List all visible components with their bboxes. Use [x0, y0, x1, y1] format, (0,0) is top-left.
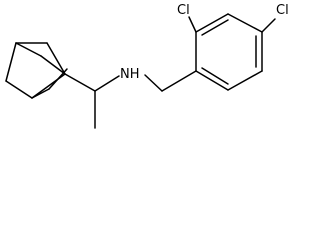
bond — [188, 16, 197, 33]
aromatic-inner-bond — [201, 67, 229, 85]
bond — [15, 42, 42, 57]
aromatic-inner-bond — [201, 19, 229, 36]
bond — [31, 88, 50, 99]
benzyl-linker — [144, 70, 197, 92]
chloro-substituents — [188, 16, 276, 33]
bond — [195, 13, 229, 33]
molecular-structure: NH Cl Cl — [5, 3, 289, 129]
bond — [161, 70, 197, 92]
bond — [227, 70, 263, 91]
chlorine-label-right: Cl — [276, 3, 289, 18]
bond — [46, 42, 66, 75]
bond — [94, 75, 120, 92]
amine-label: NH — [120, 67, 140, 82]
bond — [64, 73, 96, 92]
bond — [144, 74, 163, 92]
dichlorophenyl-ring — [195, 13, 263, 91]
bond — [227, 13, 263, 33]
bond — [5, 42, 17, 82]
bond — [5, 80, 33, 99]
bond — [195, 70, 229, 91]
chlorine-label-top: Cl — [177, 3, 190, 18]
bond — [261, 18, 276, 33]
norbornane-ring — [5, 42, 68, 99]
ethyl-linker — [64, 73, 120, 129]
bond — [40, 55, 66, 75]
bond — [48, 68, 68, 90]
